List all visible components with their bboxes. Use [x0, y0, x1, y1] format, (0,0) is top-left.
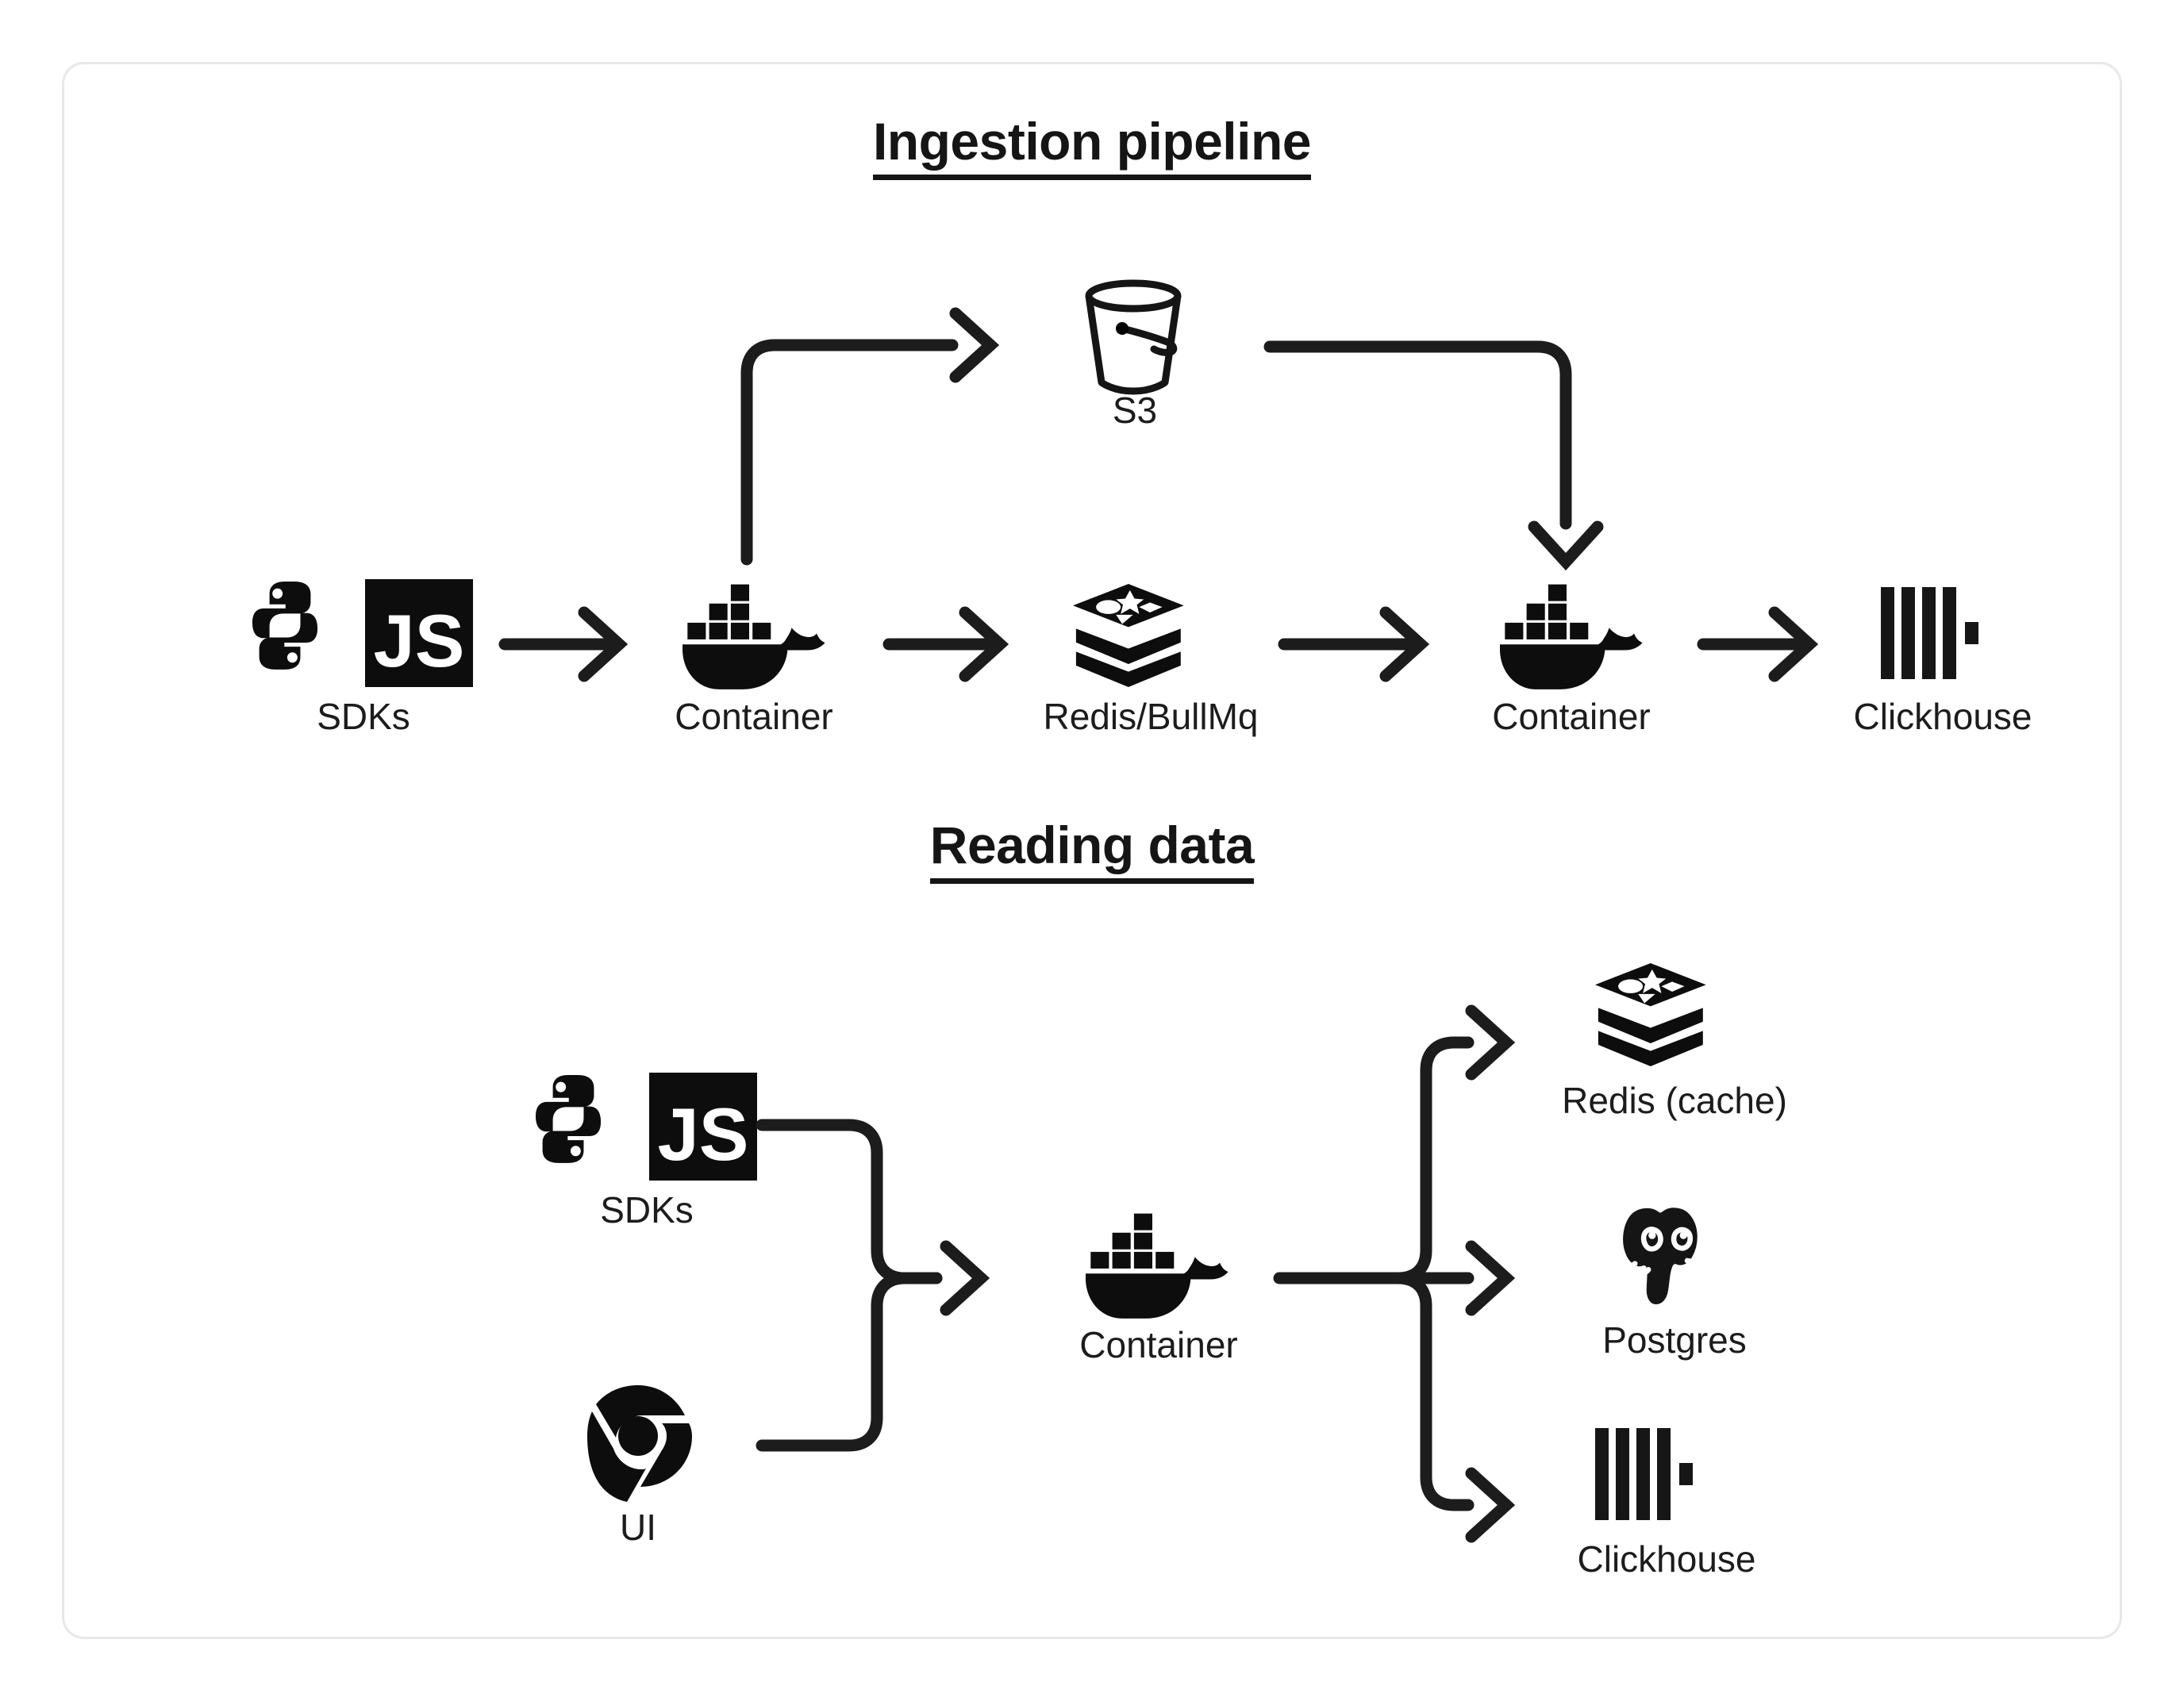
python-js-sdk-icon: JS — [252, 579, 473, 687]
edge-container-s3 — [740, 313, 990, 566]
edge-ui-container-read — [756, 1246, 981, 1452]
edge-container-clickhouse — [1697, 612, 1809, 676]
ingestion-edges — [498, 313, 1809, 676]
node-label-redis-cache: Redis (cache) — [1562, 1080, 1787, 1121]
docker-whale-icon — [1086, 1213, 1228, 1319]
node-label-s3: S3 — [1112, 390, 1158, 431]
edge-s3-container — [1263, 340, 1598, 562]
redis-stack-icon — [1073, 584, 1184, 688]
clickhouse-bars-icon — [1881, 587, 1978, 679]
node-label-sdks-ingest: SDKs — [317, 696, 410, 737]
chrome-browser-icon — [587, 1385, 692, 1502]
edge-container-clickhouse-read — [1392, 1272, 1506, 1537]
reading-edges — [756, 1011, 1506, 1537]
node-label-clickhouse-ingest: Clickhouse — [1853, 696, 2032, 737]
svg-text:JS: JS — [658, 1092, 749, 1176]
node-label-container-worker: Container — [1492, 696, 1651, 737]
node-label-sdks-read: SDKs — [600, 1189, 694, 1231]
python-js-sdk-icon: JS — [536, 1073, 757, 1181]
node-label-ui: UI — [620, 1507, 656, 1548]
docker-whale-icon — [1500, 584, 1643, 689]
section-title-reading: Reading data — [0, 815, 2184, 884]
node-label-postgres: Postgres — [1602, 1319, 1747, 1361]
edge-sdks-container-read — [756, 1119, 943, 1284]
node-label-redis-bullmq: Redis/BullMq — [1043, 696, 1259, 737]
clickhouse-bars-icon — [1595, 1428, 1693, 1520]
redis-stack-icon — [1595, 963, 1706, 1067]
edge-container-redis — [882, 612, 1000, 676]
svg-text:JS: JS — [374, 599, 465, 682]
edge-container-redis-cache — [1392, 1011, 1506, 1284]
edge-redis-container — [1278, 612, 1421, 676]
node-label-container-ingest: Container — [675, 696, 833, 737]
section-title-ingestion-text: Ingestion pipeline — [872, 111, 1312, 180]
node-label-container-read: Container — [1079, 1324, 1238, 1365]
docker-whale-icon — [682, 584, 825, 689]
s3-bucket-icon — [1089, 283, 1178, 391]
section-title-ingestion: Ingestion pipeline — [0, 111, 2184, 180]
section-title-reading-text: Reading data — [929, 815, 1255, 884]
node-label-clickhouse-read: Clickhouse — [1577, 1538, 1756, 1580]
edge-sdks-container — [498, 612, 619, 676]
postgres-elephant-icon — [1621, 1205, 1700, 1307]
